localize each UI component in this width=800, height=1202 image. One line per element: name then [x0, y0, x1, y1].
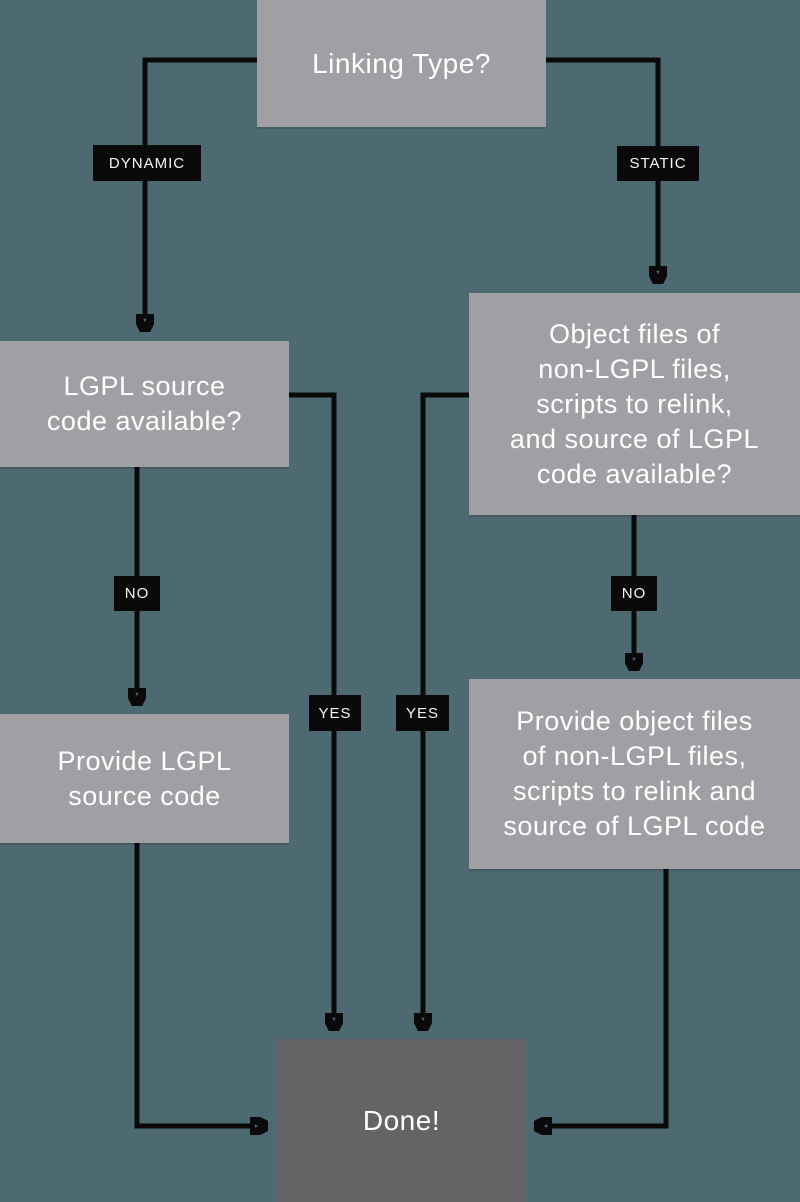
node-object-files-available-label: Object files of non-LGPL files, scripts …	[509, 318, 760, 489]
edge-provide-lgpl-to-done	[134, 843, 252, 1126]
edge-yes-right	[423, 392, 469, 1015]
node-lgpl-source-available-label: LGPL source code available?	[46, 371, 243, 436]
node-provide-object-files-label: Provide object files of non-LGPL files, …	[503, 706, 766, 841]
edge-label-no-right: NO	[611, 576, 657, 611]
edge-label-no-left: NO	[114, 576, 160, 611]
edge-label-static: STATIC	[617, 146, 699, 181]
node-provide-lgpl-source: Provide LGPL source code	[0, 714, 289, 843]
edge-yes-left	[289, 392, 334, 1015]
edge-label-dynamic: DYNAMIC	[93, 145, 201, 181]
node-provide-object-files: Provide object files of non-LGPL files, …	[469, 679, 800, 869]
node-done-label: Done!	[362, 1105, 441, 1136]
node-linking-type-label: Linking Type?	[312, 48, 491, 79]
edge-label-yes-left: YES	[309, 695, 361, 731]
edge-provide-object-to-done	[550, 869, 669, 1126]
edge-dynamic	[145, 57, 257, 316]
edge-static	[546, 57, 658, 268]
edge-label-yes-right: YES	[396, 695, 449, 731]
node-object-files-available: Object files of non-LGPL files, scripts …	[469, 293, 800, 515]
node-provide-lgpl-source-label: Provide LGPL source code	[57, 745, 232, 811]
node-done: Done!	[277, 1039, 526, 1202]
node-lgpl-source-available: LGPL source code available?	[0, 341, 289, 467]
node-linking-type: Linking Type?	[257, 0, 546, 127]
